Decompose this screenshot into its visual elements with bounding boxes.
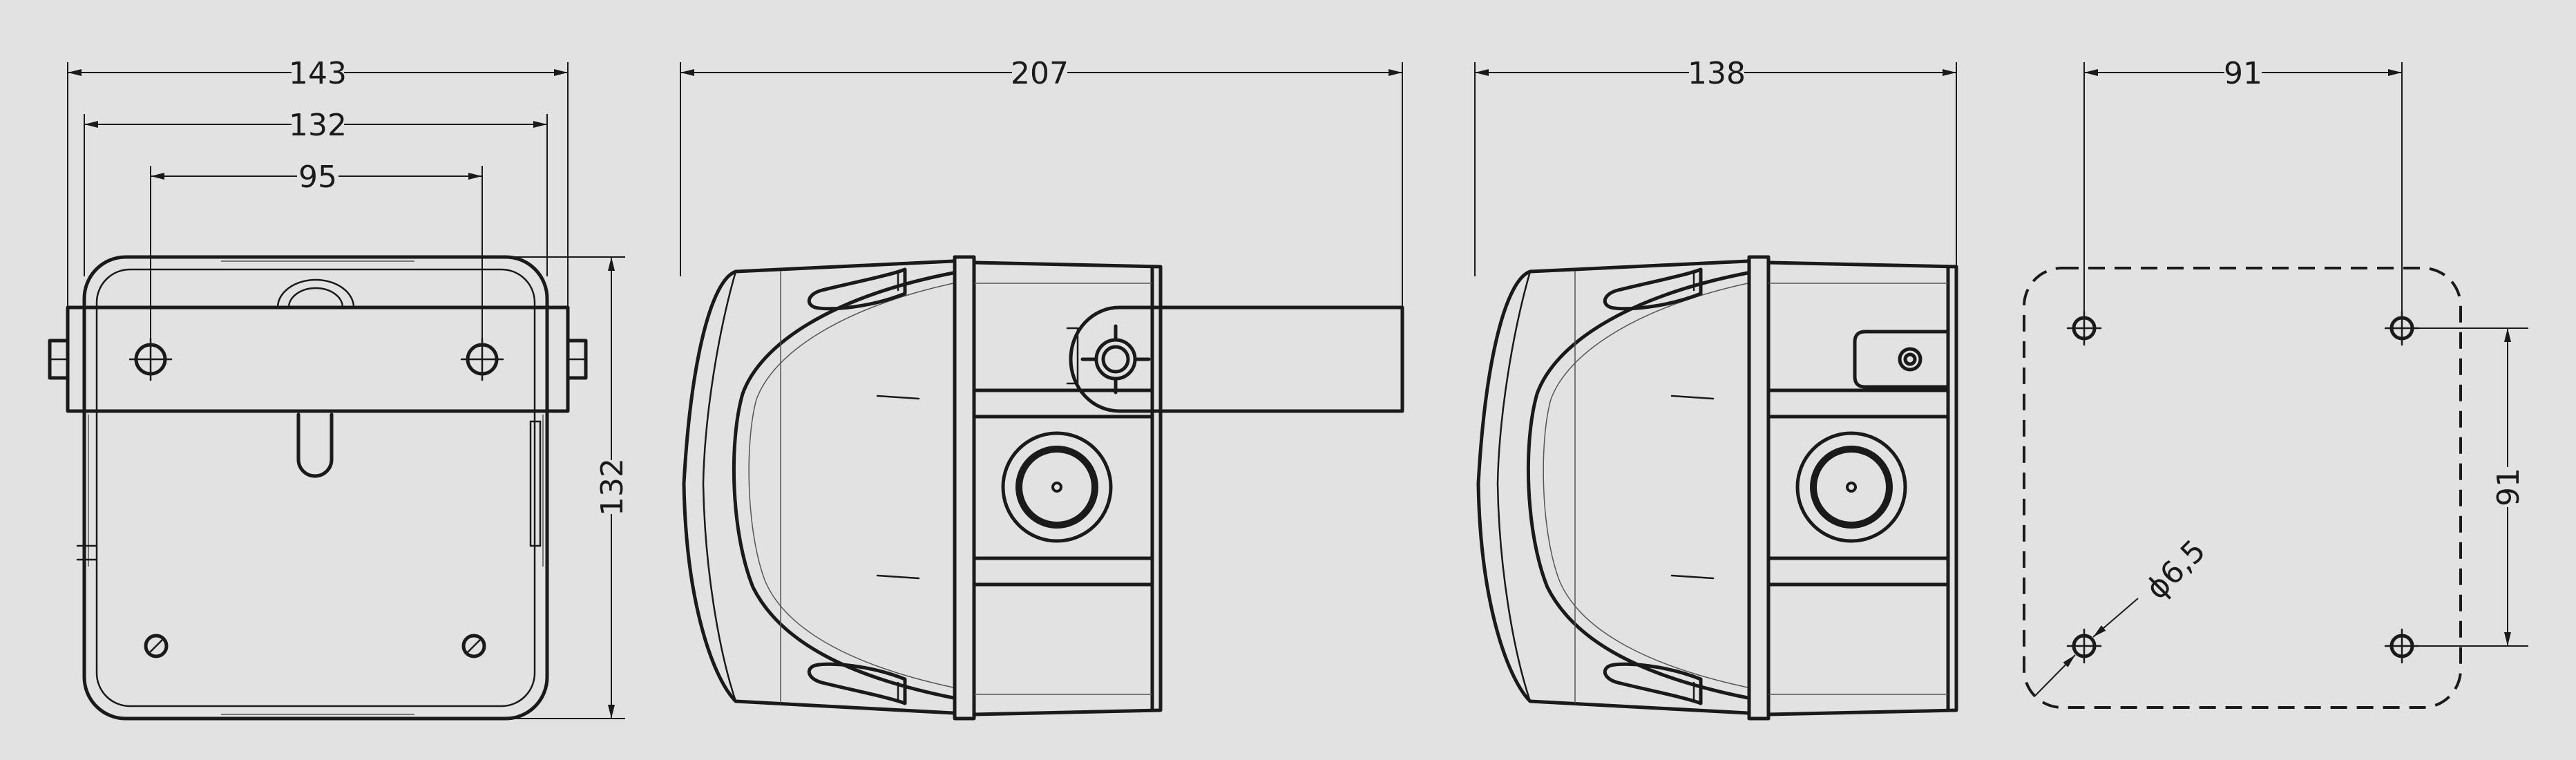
front-housing-inner [95, 268, 536, 707]
flange-ring [953, 255, 976, 721]
side-view-body: 138 [1474, 55, 1958, 721]
dim-label-132-width: 132 [289, 108, 347, 143]
dim-label-91-horizontal: 91 [2224, 56, 2262, 91]
terminal-block [1853, 330, 1950, 389]
dim-label-143: 143 [289, 56, 347, 91]
main-housing [972, 260, 1163, 716]
side-bracket-arm [1069, 305, 1404, 413]
dim-label-95: 95 [298, 160, 337, 195]
hole-pattern-view: 91 91 ϕ6,5 [2023, 55, 2528, 709]
front-screw-left [144, 634, 169, 658]
front-screw-right [461, 634, 486, 658]
horn-body [682, 259, 955, 715]
dim-line-hole-diameter [2092, 598, 2139, 638]
dim-label-91-vertical: 91 [2491, 468, 2526, 506]
cable-entry [1001, 431, 1113, 543]
side-view-bracket: 207 [680, 55, 1404, 721]
dim-label-207: 207 [1011, 56, 1069, 91]
dim-label-138: 138 [1688, 56, 1746, 91]
dim-label-132-height: 132 [595, 458, 630, 516]
front-housing-outer [82, 255, 549, 721]
horn-flare [732, 271, 955, 700]
front-view: 143 132 95 132 [48, 55, 630, 721]
dim-label-hole-diameter: ϕ6,5 [2139, 533, 2213, 607]
mounting-footprint-outline [2023, 267, 2462, 709]
